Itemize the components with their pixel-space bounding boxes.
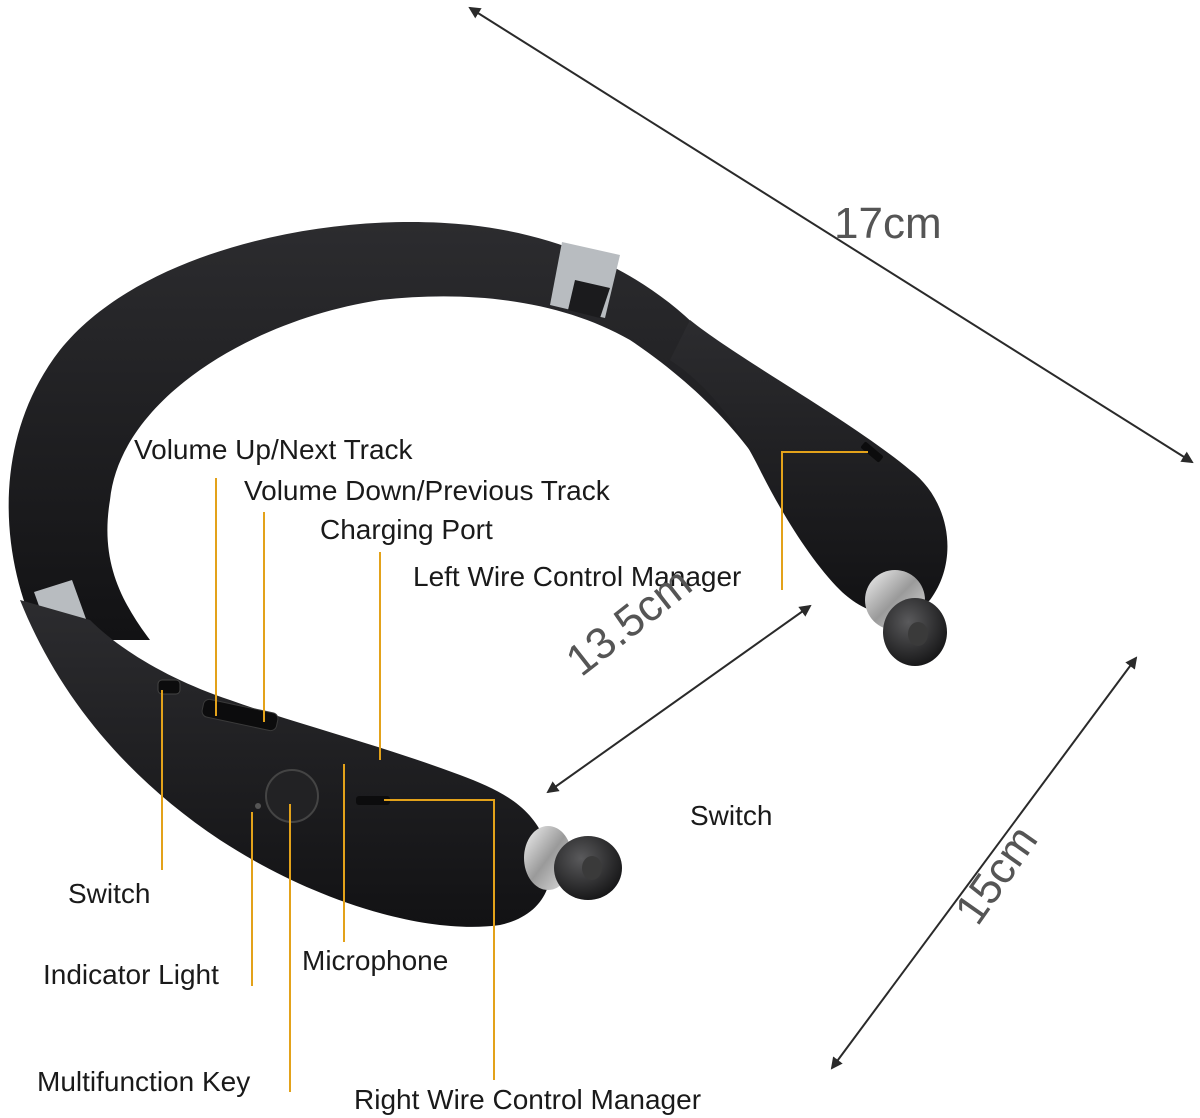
multifunction-key-button xyxy=(265,769,319,823)
dimension-arrow-depth xyxy=(830,656,1138,1070)
label-switch-left: Switch xyxy=(68,878,151,909)
dimension-arrow-inner-gap xyxy=(546,604,812,794)
dimension-arrow-length xyxy=(468,6,1194,464)
switch-slider xyxy=(157,679,181,695)
volume-rocker xyxy=(201,698,279,732)
label-charging-port: Charging Port xyxy=(320,514,493,545)
label-indicator-light: Indicator Light xyxy=(43,959,219,990)
label-multifunction-key: Multifunction Key xyxy=(37,1066,251,1097)
label-right-wire: Right Wire Control Manager xyxy=(354,1084,702,1115)
right-earbud xyxy=(524,826,622,900)
dimension-label-length: 17cm xyxy=(834,199,942,248)
right-control-module xyxy=(20,600,622,927)
label-left-wire: Left Wire Control Manager xyxy=(413,561,742,592)
leader-left-wire xyxy=(781,451,868,590)
neckband-arc xyxy=(8,221,800,640)
label-volume-down: Volume Down/Previous Track xyxy=(244,475,610,506)
left-earbud xyxy=(865,570,947,666)
left-control-module xyxy=(670,320,948,666)
indicator-light-dot xyxy=(255,803,261,809)
label-volume-up: Volume Up/Next Track xyxy=(134,434,413,465)
right-module-body xyxy=(20,600,551,927)
label-switch-right: Switch xyxy=(690,800,773,831)
label-microphone: Microphone xyxy=(302,945,449,976)
leader-lines xyxy=(161,451,868,1092)
leader-right-wire xyxy=(384,799,495,1080)
right-module-button xyxy=(356,796,390,805)
